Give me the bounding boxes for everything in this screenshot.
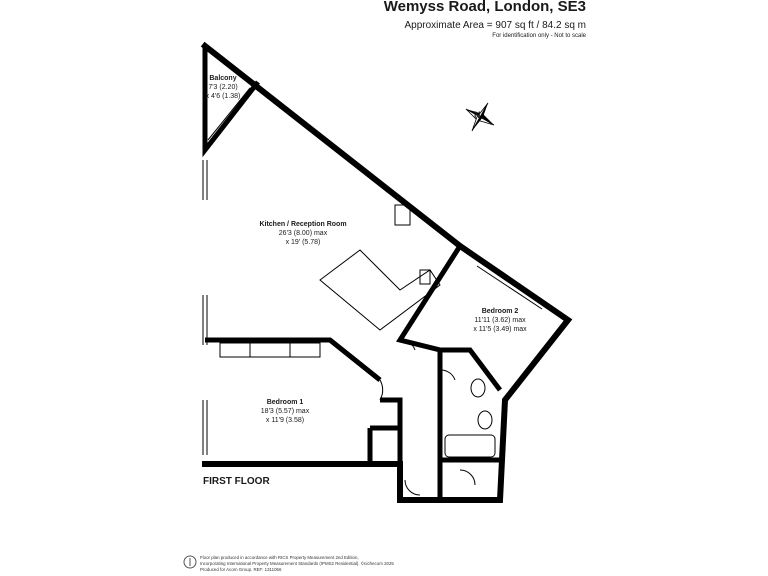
outer-walls: [200, 41, 573, 503]
bedroom1-dim2: x 11'9 (3.58): [265, 417, 305, 424]
windows: [202, 160, 546, 455]
floor-label: FIRST FLOOR: [203, 476, 270, 487]
kitchen-dim1: 26'3 (8.00) max: [278, 230, 328, 237]
door-swings: [379, 339, 476, 496]
property-title: Wemyss Road, London, SE3: [383, 0, 586, 15]
balcony-outline: [202, 46, 260, 158]
bedroom2-dim1: 11'11 (3.62) max: [474, 317, 526, 324]
balcony-label: Balcony 7'3 (2.20) x 4'6 (1.38): [200, 74, 246, 101]
bedroom2-dim2: x 11'5 (3.49) max: [473, 326, 527, 333]
area-summary: Approximate Area = 907 sq ft / 84.2 sq m: [404, 20, 587, 31]
rics-logo-icon: [183, 555, 197, 569]
compass-label: N: [474, 110, 481, 120]
balcony-name: Balcony: [209, 75, 237, 82]
bedroom2-name: Bedroom 2: [481, 308, 519, 315]
footer-credits: Floor plan produced in accordance with R…: [200, 555, 440, 573]
bedroom1-name: Bedroom 1: [266, 399, 304, 406]
footer-line1: Floor plan produced in accordance with R…: [200, 555, 359, 560]
footer-line2: Incorporating International Property Mea…: [200, 561, 394, 566]
wardrobes: [219, 342, 321, 358]
kitchen-dim2: x 19' (5.78): [285, 239, 321, 246]
bedroom1-label: Bedroom 1 18'3 (5.57) max x 11'9 (3.58): [250, 398, 320, 425]
kitchen-name: Kitchen / Reception Room: [259, 221, 347, 228]
bedroom2-label: Bedroom 2 11'11 (3.62) max x 11'5 (3.49)…: [460, 307, 540, 334]
footer-line3: Produced for Acorn Group. REF: 1311066: [200, 567, 282, 572]
compass-icon: [465, 102, 495, 132]
kitchen-label: Kitchen / Reception Room 26'3 (8.00) max…: [248, 220, 358, 247]
bedroom1-dim1: 18'3 (5.57) max: [260, 408, 310, 415]
bathroom-fixtures: [444, 378, 496, 458]
balcony-dim2: x 4'6 (1.38): [205, 93, 241, 100]
scale-note: For identification only - Not to scale: [492, 33, 586, 39]
kitchen-island: [319, 204, 441, 331]
balcony-dim1: 7'3 (2.20): [208, 84, 238, 91]
